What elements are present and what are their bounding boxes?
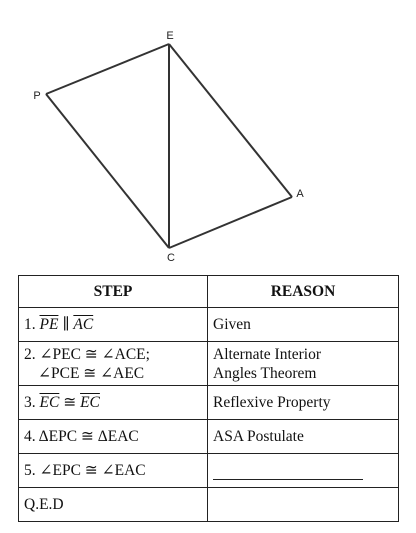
reason-cell: ASA Postulate — [207, 419, 399, 454]
reason-cell — [207, 453, 399, 488]
table-row: 2. ∠PEC ≅ ∠ACE; ∠PCE ≅ ∠AEC Alternate In… — [18, 341, 399, 386]
header-reason: REASON — [207, 275, 399, 308]
table-row: 3. EC ≅ EC Reflexive Property — [18, 385, 399, 420]
proof-table: STEP REASON 1. PE ∥ AC Given 2. ∠PEC ≅ ∠… — [18, 275, 399, 522]
reason-blank-line[interactable] — [213, 465, 363, 480]
reason-cell: Given — [207, 307, 399, 342]
table-row: 5. ∠EPC ≅ ∠EAC — [18, 453, 399, 488]
reason-cell: Reflexive Property — [207, 385, 399, 420]
step-cell: 5. ∠EPC ≅ ∠EAC — [18, 453, 208, 488]
segment-pe-label: PE — [39, 316, 59, 333]
step-cell: 1. PE ∥ AC — [18, 307, 208, 342]
segment-ec-label: EC — [39, 394, 60, 411]
table-row: 1. PE ∥ AC Given — [18, 307, 399, 342]
segment-ec-label: EC — [80, 394, 100, 411]
reason-cell — [207, 487, 399, 522]
segment-ac-label: AC — [73, 316, 94, 333]
step-cell: Q.E.D — [18, 487, 208, 522]
table-row: Q.E.D — [18, 487, 399, 522]
segment-ac — [168, 196, 293, 249]
reason-cell: Alternate Interior Angles Theorem — [207, 341, 399, 386]
point-label-p: P — [33, 90, 40, 102]
point-label-a: A — [296, 188, 304, 200]
point-label-e: E — [166, 30, 173, 42]
geometry-figure: E P A C — [33, 30, 304, 264]
table-row: 4. ΔEPC ≅ ΔEAC ASA Postulate — [18, 419, 399, 454]
segment-cp — [45, 93, 170, 249]
step-cell: 3. EC ≅ EC — [18, 385, 208, 420]
step-cell: 4. ΔEPC ≅ ΔEAC — [18, 419, 208, 454]
quadrilateral-pace — [45, 43, 293, 249]
segment-pe — [45, 43, 170, 95]
step-cell: 2. ∠PEC ≅ ∠ACE; ∠PCE ≅ ∠AEC — [18, 341, 208, 386]
header-step: STEP — [18, 275, 208, 308]
segment-ea — [168, 43, 293, 198]
point-label-c: C — [167, 252, 175, 264]
table-header-row: STEP REASON — [18, 275, 399, 308]
